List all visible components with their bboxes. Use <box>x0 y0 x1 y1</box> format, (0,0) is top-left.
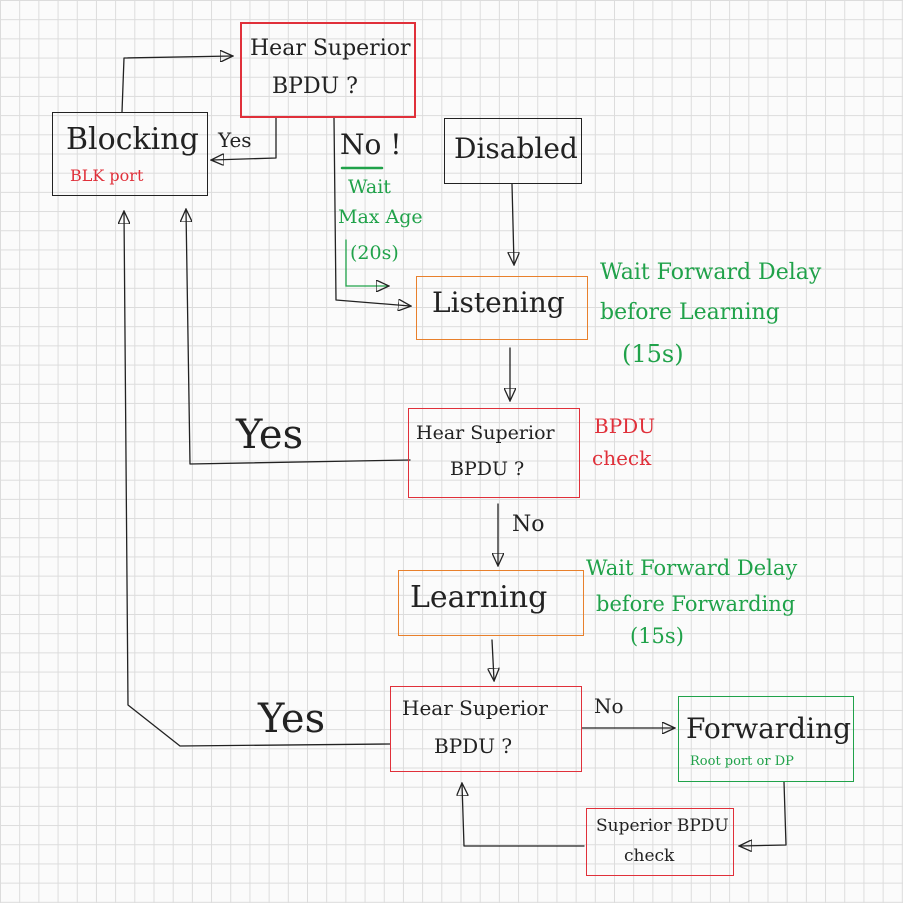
edge-label-no-top: No ! <box>340 128 402 161</box>
node-disabled-label: Disabled <box>454 132 578 165</box>
edge-learning-to-hear3 <box>492 639 494 680</box>
node-hear-superior-1 <box>240 22 416 118</box>
node-superior-bpdu-check-line2: check <box>624 846 675 866</box>
note-wait-fwd-forwarding-1: Wait Forward Delay <box>586 556 798 580</box>
note-wait-fwd-learning-1: Wait Forward Delay <box>600 260 822 285</box>
node-forwarding-label: Forwarding <box>686 712 852 745</box>
node-hear-superior-1-line2: BPDU ? <box>272 74 358 99</box>
note-wait-max-age-3: (20s) <box>350 242 399 264</box>
node-hear-superior-3-line1: Hear Superior <box>402 696 548 720</box>
note-wait-fwd-forwarding-2: before Forwarding <box>596 592 796 616</box>
node-learning-label: Learning <box>410 580 548 615</box>
note-wait-fwd-learning-3: (15s) <box>622 340 684 368</box>
node-listening <box>416 276 588 340</box>
edge-hear1-yes-to-blocking <box>212 117 277 160</box>
node-forwarding-sub: Root port or DP <box>690 754 794 769</box>
edge-blocking-to-hear1 <box>121 56 232 113</box>
note-bpdu-check-1: BPDU <box>594 414 656 438</box>
edge-forwarding-to-check <box>740 781 787 846</box>
edge-label-no-bottom: No <box>594 694 624 718</box>
edge-label-yes-top: Yes <box>218 128 252 152</box>
node-disabled <box>444 118 582 184</box>
note-wait-fwd-forwarding-3: (15s) <box>630 624 684 648</box>
note-wait-max-age-1: Wait <box>348 176 391 198</box>
node-hear-superior-2-line2: BPDU ? <box>450 458 525 480</box>
node-blocking <box>52 112 208 196</box>
edge-label-yes-mid: Yes <box>236 412 304 458</box>
node-blocking-sub: BLK port <box>70 166 144 185</box>
note-bpdu-check-2: check <box>592 446 652 470</box>
edge-check-to-hear3 <box>462 784 585 847</box>
edge-hear3-yes-to-blocking <box>124 212 391 747</box>
edge-hear2-yes-to-blocking <box>186 210 411 465</box>
node-forwarding <box>678 696 854 782</box>
node-superior-bpdu-check <box>586 808 734 876</box>
note-wait-max-age-2: Max Age <box>338 206 423 228</box>
node-listening-label: Listening <box>432 286 565 319</box>
node-hear-superior-3 <box>390 686 582 772</box>
edge-label-no-mid: No <box>512 512 545 537</box>
edge-label-yes-bottom: Yes <box>258 696 326 742</box>
node-hear-superior-1-line1: Hear Superior <box>250 36 411 61</box>
node-superior-bpdu-check-line1: Superior BPDU <box>596 816 729 836</box>
node-blocking-label: Blocking <box>66 122 199 157</box>
note-wait-fwd-learning-2: before Learning <box>600 300 780 325</box>
node-hear-superior-2 <box>408 408 580 498</box>
edge-hear1-no-to-listening <box>333 117 410 306</box>
node-hear-superior-2-line1: Hear Superior <box>416 422 555 444</box>
max-age-bracket <box>345 239 388 286</box>
edge-disabled-to-listening <box>512 183 514 264</box>
node-hear-superior-3-line2: BPDU ? <box>434 734 513 758</box>
node-learning <box>398 570 584 636</box>
